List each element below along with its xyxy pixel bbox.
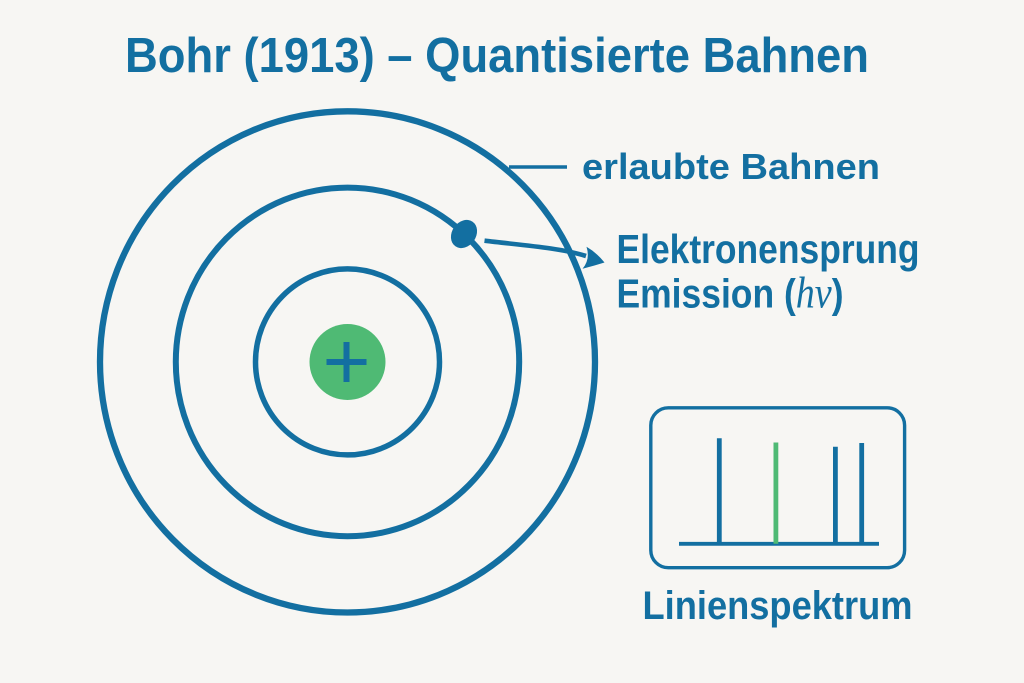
svg-text:Bohr (1913) – Quantisierte Bah: Bohr (1913) – Quantisierte Bahnen <box>125 29 869 83</box>
svg-text:erlaubte Bahnen: erlaubte Bahnen <box>582 146 880 187</box>
svg-text:Emission (hν): Emission (hν) <box>617 269 844 318</box>
svg-text:Linienspektrum: Linienspektrum <box>643 584 913 628</box>
svg-text:Elektronensprung: Elektronensprung <box>617 226 920 272</box>
